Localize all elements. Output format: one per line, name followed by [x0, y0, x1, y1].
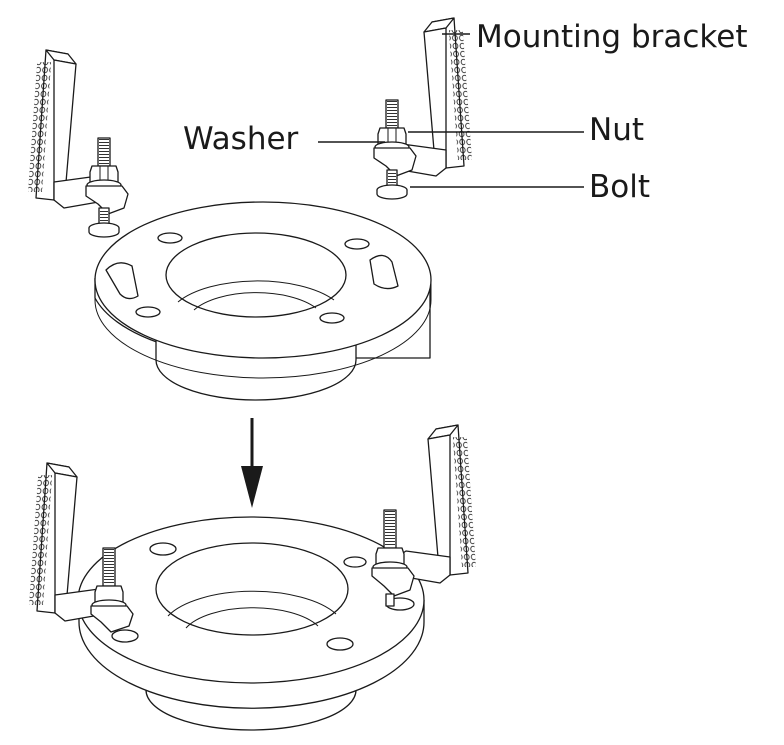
- right-bolt-assembly: [373, 99, 417, 200]
- left-bolt-assembly: [85, 137, 129, 238]
- right-mounting-bracket-installed: [393, 424, 477, 584]
- washer-label: Washer: [183, 121, 299, 157]
- assembled-view: [28, 424, 477, 731]
- down-arrow-icon: [241, 418, 263, 508]
- flange-exploded: [94, 201, 432, 401]
- bolt-label: Bolt: [589, 169, 650, 205]
- nut-label: Nut: [589, 112, 644, 148]
- flange-assembled: [77, 516, 425, 731]
- left-bolt-installed: [90, 547, 134, 633]
- right-bolt-installed: [371, 509, 415, 607]
- exploded-view: Mounting bracket Washer Nut Bolt: [27, 17, 748, 401]
- mounting-bracket-label: Mounting bracket: [476, 19, 748, 55]
